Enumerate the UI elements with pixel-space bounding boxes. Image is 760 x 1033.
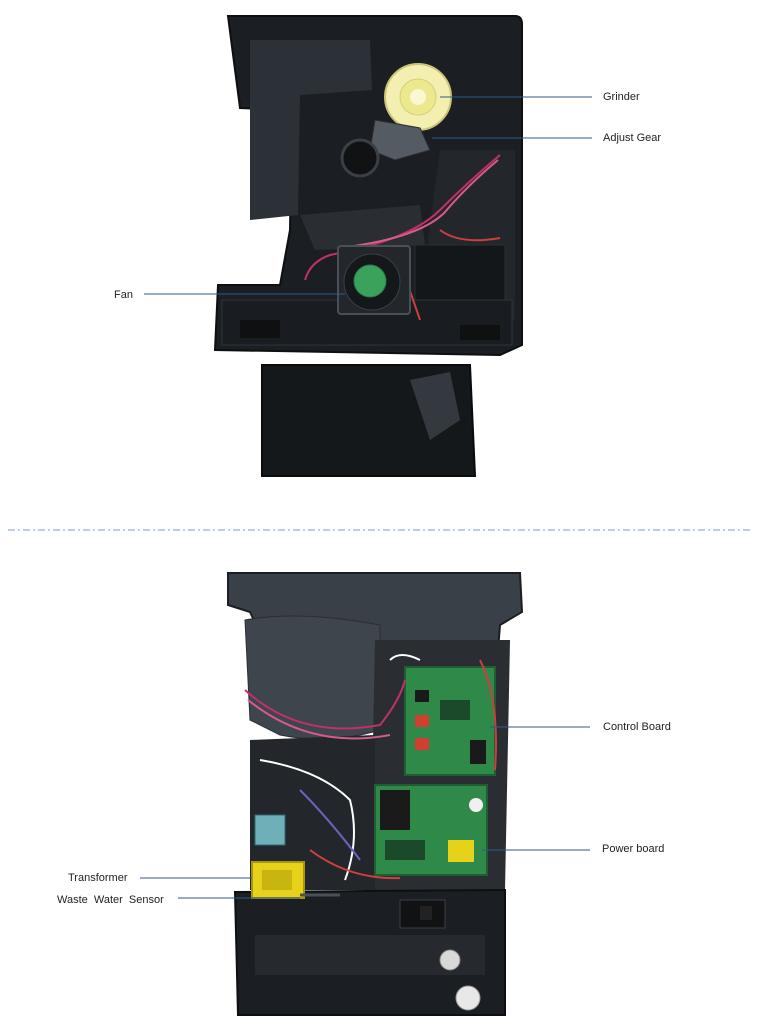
label-waste-water-sensor: Waste Water Sensor [57, 894, 164, 906]
label-transformer: Transformer [68, 872, 128, 884]
waste-water-sensor-part [254, 814, 340, 897]
label-grinder: Grinder [603, 91, 640, 103]
cover-panel [261, 364, 477, 477]
transformer-part [251, 861, 305, 899]
label-adjust-gear: Adjust Gear [603, 132, 662, 144]
adjust-gear-part [340, 119, 431, 178]
leader-lines [140, 96, 592, 899]
power-board-part [374, 784, 488, 876]
control-board-part [404, 666, 496, 776]
label-power-board: Power board [602, 843, 665, 855]
bottom-wiring [244, 654, 497, 881]
label-control-board: Control Board [603, 721, 671, 733]
fan-part [337, 245, 411, 315]
label-fan: Fan [114, 289, 133, 301]
